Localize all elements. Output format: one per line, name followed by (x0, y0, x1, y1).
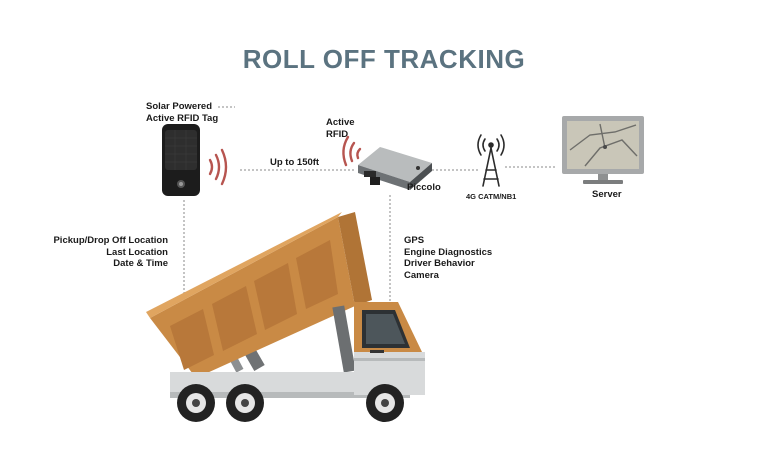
server-monitor-icon (562, 116, 644, 184)
dump-truck-icon (146, 212, 425, 422)
piccolo-data-camera: Camera (404, 269, 439, 281)
piccolo-data-engine-diagnostics: Engine Diagnostics (404, 246, 493, 258)
piccolo-data-gps: GPS (404, 235, 425, 246)
cell-tower-icon (477, 134, 505, 187)
page-title: ROLL OFF TRACKING (242, 44, 526, 74)
active-rfid-label-line-2: RFID (326, 128, 349, 140)
piccolo-device-icon (358, 147, 432, 190)
solar-rfid-tag-icon (162, 124, 200, 196)
piccolo-data-list: GPS Engine Diagnostics Driver Behavior C… (404, 235, 492, 281)
rfid-tag-label: Solar Powered Active RFID Tag (146, 101, 218, 124)
connector-lines (183, 106, 556, 305)
network-label: 4G CATM/NB1 (466, 192, 517, 201)
rfid-tag-label-line-2: Active RFID Tag (146, 112, 219, 124)
tag-data-last-location: Last Location (106, 246, 168, 258)
tag-data-pickup-dropoff: Pickup/Drop Off Location (53, 235, 168, 246)
rfid-tag-label-line-1: Solar Powered (146, 101, 212, 112)
rfid-signal-waves-icon (208, 148, 228, 186)
tag-data-date-time: Date & Time (113, 258, 168, 269)
piccolo-rfid-waves-icon (342, 135, 362, 167)
tag-data-list: Pickup/Drop Off Location Last Location D… (40, 235, 168, 270)
server-label: Server (592, 189, 622, 200)
piccolo-data-driver-behavior: Driver Behavior (404, 258, 475, 269)
truck-wheels (177, 384, 404, 422)
range-label: Up to 150ft (270, 157, 320, 168)
active-rfid-label-line-1: Active (326, 117, 355, 128)
active-rfid-label: Active RFID (326, 117, 355, 140)
piccolo-label: Piccolo (407, 182, 441, 193)
